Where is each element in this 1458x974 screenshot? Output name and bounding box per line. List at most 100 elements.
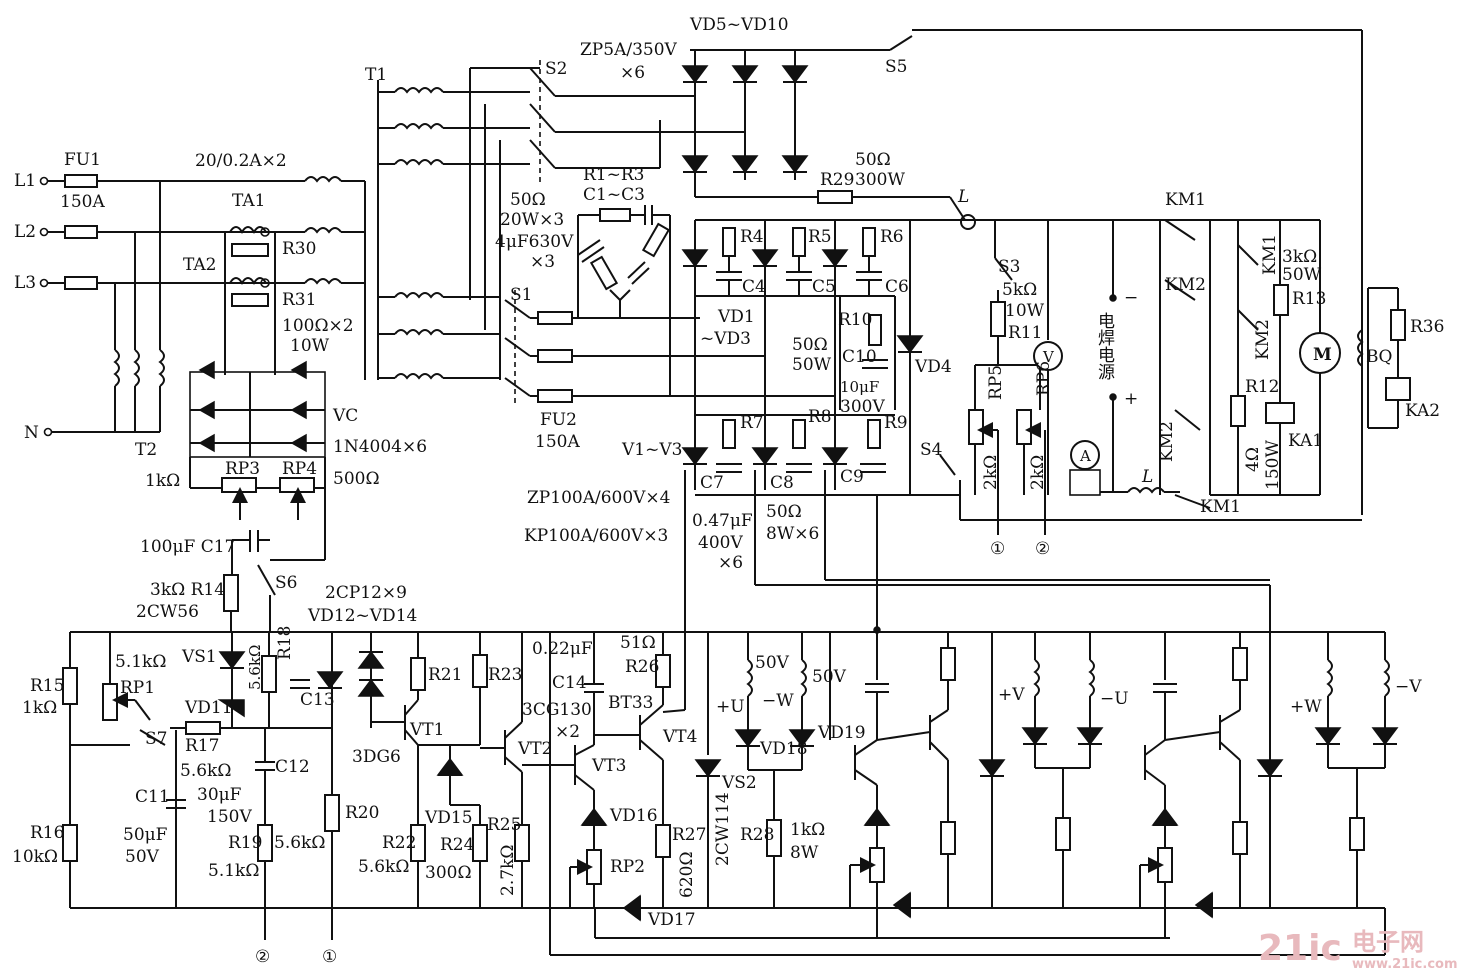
diode-vd2	[751, 249, 779, 268]
label-vd5-vd10: VD5~VD10	[689, 15, 789, 35]
potentiometer-rp2	[586, 849, 602, 885]
fuse-fu1-l3	[64, 276, 98, 290]
label-rp3: RP3	[225, 459, 260, 479]
label-c10-volt: 300V	[840, 397, 885, 417]
trigger-board	[62, 585, 1399, 956]
resistor-r10	[868, 314, 882, 346]
scr-v1	[681, 447, 709, 466]
label-r19: R19	[228, 833, 262, 853]
terminal-l3	[39, 278, 49, 288]
label-rp1-val: 5.1kΩ	[115, 652, 166, 672]
label-c400: 400V	[698, 533, 743, 553]
label-r25-val: 2.7kΩ	[498, 845, 518, 896]
label-c047: 0.47μF	[692, 511, 753, 531]
label-l2: L2	[14, 222, 36, 242]
label-r3031-rating: 100Ω×2	[282, 316, 354, 336]
label-r25: R25	[487, 815, 521, 835]
fuse-fu1-l2	[64, 225, 98, 239]
label-r23: R23	[488, 665, 522, 685]
diode-ch2-b	[892, 891, 911, 919]
inductor-l-bottom	[1127, 487, 1165, 494]
label-vc-diodes: 1N4004×6	[333, 437, 427, 457]
resistor-r4	[722, 227, 736, 257]
label-vd11: VD11	[184, 698, 233, 718]
label-weld-source: 电焊电源	[1094, 312, 1115, 381]
label-r10-pow: 50W	[792, 355, 832, 375]
diode-vd10	[781, 155, 809, 174]
label-s4: S4	[920, 440, 942, 460]
label-vt1: VT1	[409, 720, 444, 740]
label-vt3: VT3	[591, 756, 626, 776]
t2-winding-3	[158, 349, 165, 387]
vd5-vd10-bridge	[630, 29, 1363, 515]
diode-vd1	[681, 249, 709, 268]
label-vs2: VS2	[721, 773, 757, 793]
fuse-fu2-b	[537, 349, 573, 363]
switch-s2-a	[529, 67, 556, 97]
label-r15: R15	[30, 676, 64, 696]
label-km1-top: KM1	[1165, 190, 1206, 210]
label-voltmeter: V	[1042, 348, 1055, 366]
label-r14: 3kΩ R14	[150, 580, 225, 600]
resistor-r20	[324, 794, 340, 832]
ammeter	[1070, 440, 1100, 470]
label-rp2: RP2	[610, 857, 645, 877]
label-r29: R29	[820, 170, 854, 190]
label-c8: C8	[770, 473, 794, 493]
label-km2-c: KM2	[1253, 319, 1273, 360]
label-vd17: VD17	[647, 910, 696, 930]
scr-v2	[751, 447, 779, 466]
label-vd12-vd14: VD12~VD14	[307, 606, 417, 626]
label-vd15: VD15	[424, 808, 473, 828]
vc-rectifier	[189, 360, 326, 632]
label-s7: S7	[145, 729, 167, 749]
label-r8w: 8W×6	[766, 524, 819, 544]
label-r12: R12	[1245, 377, 1279, 397]
label-ammeter: A	[1079, 447, 1091, 465]
pulse-coil-w	[800, 659, 807, 697]
label-snubber-r: 50Ω	[510, 190, 546, 210]
label-n: N	[24, 423, 39, 443]
label-r1-r3: R1~R3	[583, 165, 644, 185]
switch-s1-a	[504, 299, 531, 319]
diode-vd7	[781, 65, 809, 84]
t2-winding-2	[133, 349, 140, 387]
resistor-r14	[223, 574, 239, 612]
label-r50: 50Ω	[766, 502, 802, 522]
label-r31: R31	[282, 290, 316, 310]
label-vt2: VT2	[517, 739, 552, 759]
contact-km1-a	[1164, 219, 1196, 241]
label-minus-u: −U	[1100, 689, 1129, 709]
label-r18-val: 5.6kΩ	[246, 645, 264, 690]
label-plus-w: +W	[1290, 697, 1322, 717]
label-c9: C9	[840, 467, 864, 487]
t2-winding-1	[113, 349, 120, 387]
label-r27-val: 620Ω	[677, 851, 697, 898]
label-vd19: VD19	[817, 723, 866, 743]
label-vd3: ~VD3	[700, 329, 751, 349]
label-r4: R4	[740, 227, 764, 247]
label-fu2-rating: 150A	[535, 432, 580, 452]
diode-ch3-b	[1194, 891, 1213, 919]
label-c17: 100μF C17	[140, 537, 235, 557]
label-c13: C13	[300, 690, 335, 710]
label-r27: R27	[672, 825, 706, 845]
label-node2-bot: ②	[255, 947, 270, 967]
label-vd18: VD18	[759, 739, 808, 759]
resistor-r9	[867, 419, 881, 449]
label-r10: R10	[838, 310, 872, 330]
mains-input	[39, 174, 365, 437]
label-r6: R6	[880, 227, 904, 247]
resistor-r17	[185, 721, 221, 735]
terminal-n	[43, 427, 53, 437]
label-r12-pow: 150W	[1263, 440, 1283, 490]
potentiometer-ch3	[1157, 847, 1173, 883]
label-c12-val: 30μF	[197, 785, 242, 805]
diode-vd16	[580, 807, 608, 826]
label-km2-top: KM2	[1165, 275, 1206, 295]
label-rp6: RP6	[1034, 361, 1054, 396]
label-2cw56: 2CW56	[136, 602, 199, 622]
fuse-fu2-a	[537, 311, 573, 325]
label-vd16: VD16	[609, 806, 658, 826]
resistor-ch2-bot	[940, 821, 956, 855]
